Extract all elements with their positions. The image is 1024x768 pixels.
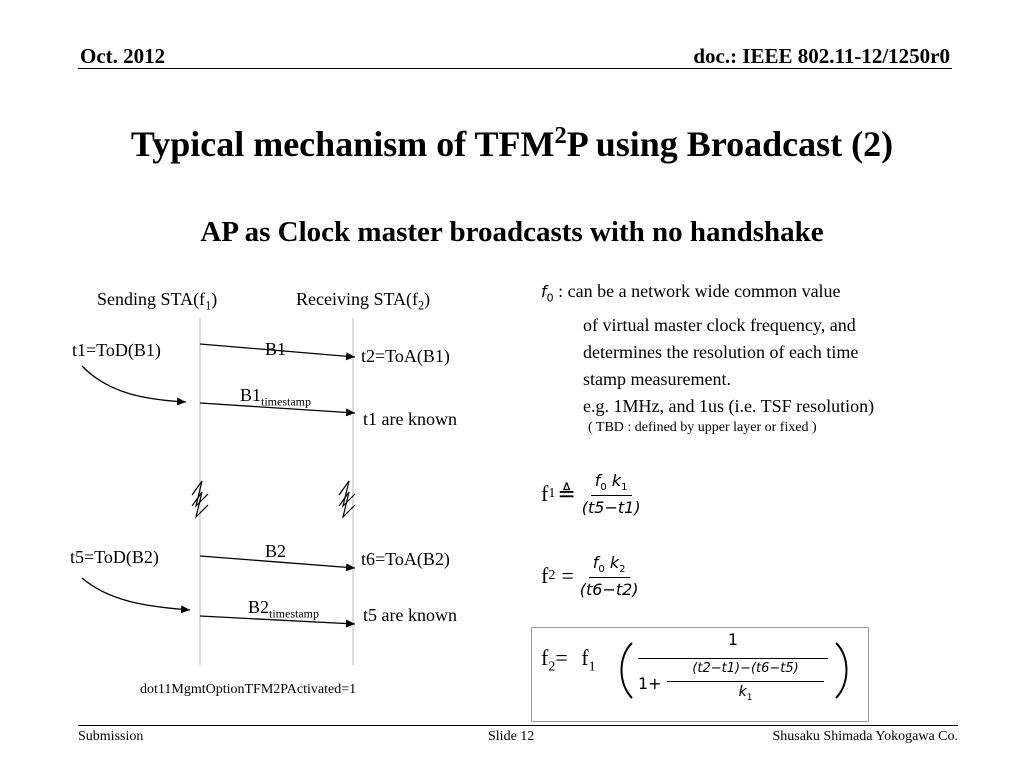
eq3-lhs: f2= f1 bbox=[541, 645, 596, 675]
b2-arrow bbox=[199, 555, 356, 572]
b2-timestamp-arrow bbox=[199, 615, 356, 628]
b1-timestamp-label: B1timestamp bbox=[240, 385, 312, 409]
footer-submission: Submission bbox=[78, 729, 144, 744]
f0-description: f0 : can be a network wide common value … bbox=[541, 278, 874, 420]
f0-line-3: determines the resolution of each time bbox=[583, 341, 859, 362]
tbd-note: ( TBD : defined by upper layer or fixed … bbox=[588, 420, 817, 435]
t5-curve-arrow bbox=[81, 577, 191, 614]
receiving-sta-label: Receiving STA(f2) bbox=[296, 289, 431, 313]
b1-label: B1 bbox=[265, 339, 287, 359]
f0-line-4: stamp measurement. bbox=[583, 368, 731, 389]
t5-known-label: t5 are known bbox=[363, 605, 457, 625]
header-rule bbox=[78, 68, 952, 69]
title-superscript: 2 bbox=[554, 122, 567, 149]
sending-sta-label: Sending STA(f1) bbox=[97, 289, 218, 313]
b1-arrow bbox=[199, 343, 356, 361]
eq3-numerator-one: 1 bbox=[727, 630, 739, 649]
footer-author: Shusaku Shimada Yokogawa Co. bbox=[772, 729, 958, 744]
title-text-pre: Typical mechanism of TFM bbox=[130, 124, 555, 164]
eq3-left-paren bbox=[620, 642, 633, 699]
t6-label: t6=ToA(B2) bbox=[361, 549, 450, 569]
b1-timestamp-arrow bbox=[199, 402, 356, 417]
eq3-right-paren bbox=[835, 642, 848, 699]
slide-subtitle: AP as Clock master broadcasts with no ha… bbox=[200, 216, 824, 248]
b2-label: B2 bbox=[265, 541, 287, 561]
eq2-fraction: f0 k2 (t6−t2) bbox=[579, 552, 639, 600]
header-doc-id: doc.: IEEE 802.11-12/1250r0 bbox=[693, 44, 950, 68]
t1-label: t1=ToD(B1) bbox=[72, 340, 161, 360]
f0-line-2: of virtual master clock frequency, and bbox=[583, 314, 856, 335]
title-text-post: P using Broadcast (2) bbox=[566, 124, 894, 164]
mib-attribute-label: dot11MgmtOptionTFM2PActivated=1 bbox=[140, 682, 357, 697]
footer-rule bbox=[78, 725, 958, 726]
eq3-denominator-one-plus: 1+ bbox=[638, 674, 662, 693]
b2-timestamp-label: B2timestamp bbox=[248, 597, 320, 621]
footer-slide-number: Slide 12 bbox=[488, 729, 535, 744]
f0-line-1: f0 : can be a network wide common value bbox=[541, 281, 841, 305]
eq3-inner-numerator: (t2−t1)−(t6−t5) bbox=[692, 661, 799, 676]
eq3-inner-fraction-bar bbox=[667, 681, 824, 682]
eq3-inner-denominator: k1 bbox=[738, 684, 753, 703]
t1-known-label: t1 are known bbox=[363, 409, 457, 429]
header-date: Oct. 2012 bbox=[80, 44, 166, 68]
receiving-break-mark bbox=[338, 480, 356, 519]
t5-label: t5=ToD(B2) bbox=[70, 547, 159, 567]
slide-title: Typical mechanism of TFM2P using Broadca… bbox=[0, 122, 1024, 165]
equation-box bbox=[531, 627, 869, 722]
t1-curve-arrow bbox=[81, 365, 187, 406]
f0-line-5: e.g. 1MHz, and 1us (i.e. TSF resolution) bbox=[583, 395, 875, 416]
eq3-main-fraction-bar bbox=[638, 658, 828, 659]
sending-break-mark bbox=[191, 480, 209, 519]
t2-label: t2=ToA(B1) bbox=[361, 346, 450, 366]
eq1-fraction: f0 k1 (t5−t1) bbox=[581, 470, 641, 518]
